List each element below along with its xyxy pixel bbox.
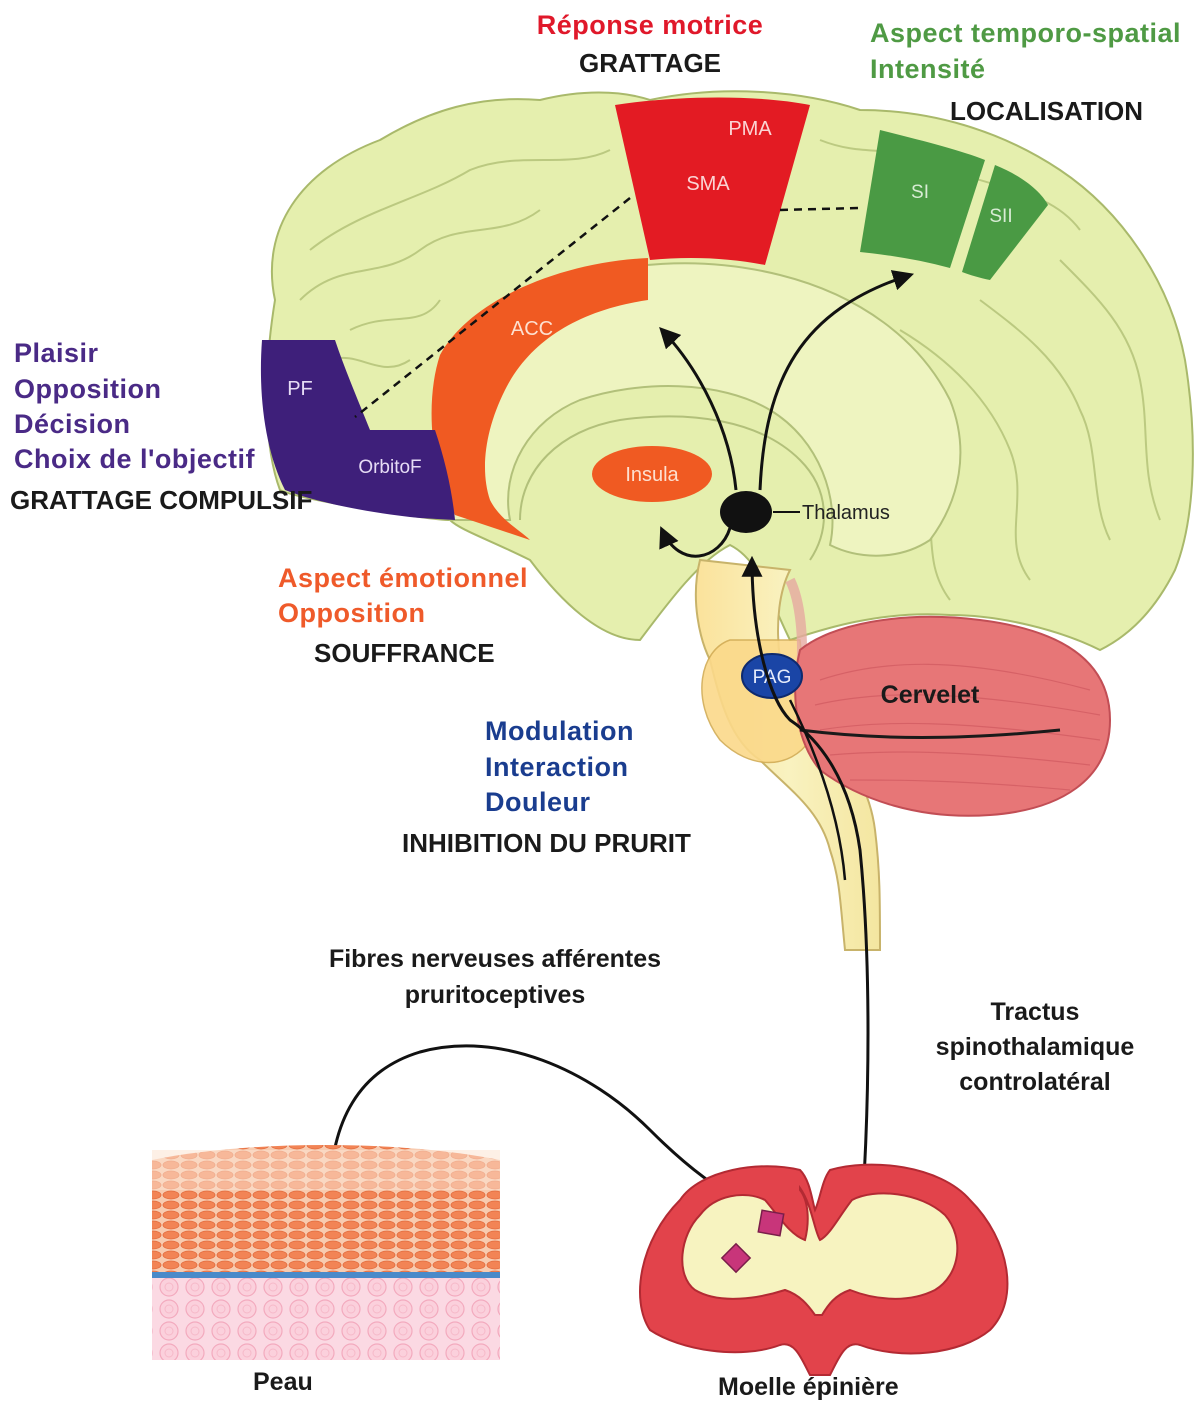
prefrontal-plaisir-label: Plaisir (14, 340, 99, 367)
tractus-label-line3: controlatéral (920, 1070, 1150, 1095)
douleur-label: Douleur (485, 789, 591, 816)
region-label-thalamus: Thalamus (802, 502, 890, 524)
region-label-acc: ACC (511, 318, 553, 340)
region-label-sma: SMA (686, 173, 730, 195)
skin-block (152, 1145, 500, 1360)
fibres-label-line1: Fibres nerveuses afférentes (290, 947, 700, 972)
prefrontal-choix-label: Choix de l'objectif (14, 446, 255, 473)
emotional-aspect-label: Aspect émotionnel (278, 565, 528, 592)
prefrontal-opposition-label: Opposition (14, 376, 161, 403)
motor-response-title: Réponse motrice (515, 12, 785, 39)
somato-localisation-label: LOCALISATION (950, 98, 1143, 124)
region-label-cervelet: Cervelet (881, 681, 980, 709)
peau-label: Peau (253, 1370, 313, 1395)
interaction-label: Interaction (485, 754, 629, 781)
somato-intensity-label: Intensité (870, 56, 986, 83)
somato-aspect-label: Aspect temporo-spatial (870, 20, 1181, 47)
tractus-label-line1: Tractus (920, 1000, 1150, 1025)
motor-response-subtitle: GRATTAGE (515, 50, 785, 76)
region-label-pf: PF (287, 378, 313, 400)
thalamus-region (720, 491, 772, 533)
region-label-orbitof: OrbitoF (358, 457, 421, 478)
region-label-pag: PAG (753, 667, 792, 688)
emotional-souffrance-label: SOUFFRANCE (314, 640, 495, 666)
tractus-label-line2: spinothalamique (920, 1035, 1150, 1060)
region-label-sii: SII (989, 206, 1012, 227)
synapse-marker-1 (758, 1210, 783, 1235)
moelle-label: Moelle épinière (718, 1375, 899, 1400)
region-label-pma: PMA (728, 118, 772, 140)
dermis (152, 1278, 500, 1360)
fibres-label-line2: pruritoceptives (290, 983, 700, 1008)
region-label-insula: Insula (625, 464, 679, 486)
basement-membrane (152, 1272, 500, 1278)
region-label-si: SI (911, 182, 929, 203)
modulation-label: Modulation (485, 718, 634, 745)
prefrontal-decision-label: Décision (14, 411, 131, 438)
prefrontal-grattage-compulsif-label: GRATTAGE COMPULSIF (10, 487, 312, 513)
spinal-cord (640, 1165, 1007, 1375)
inhibition-prurit-label: INHIBITION DU PRURIT (402, 830, 691, 856)
emotional-opposition-label: Opposition (278, 600, 425, 627)
